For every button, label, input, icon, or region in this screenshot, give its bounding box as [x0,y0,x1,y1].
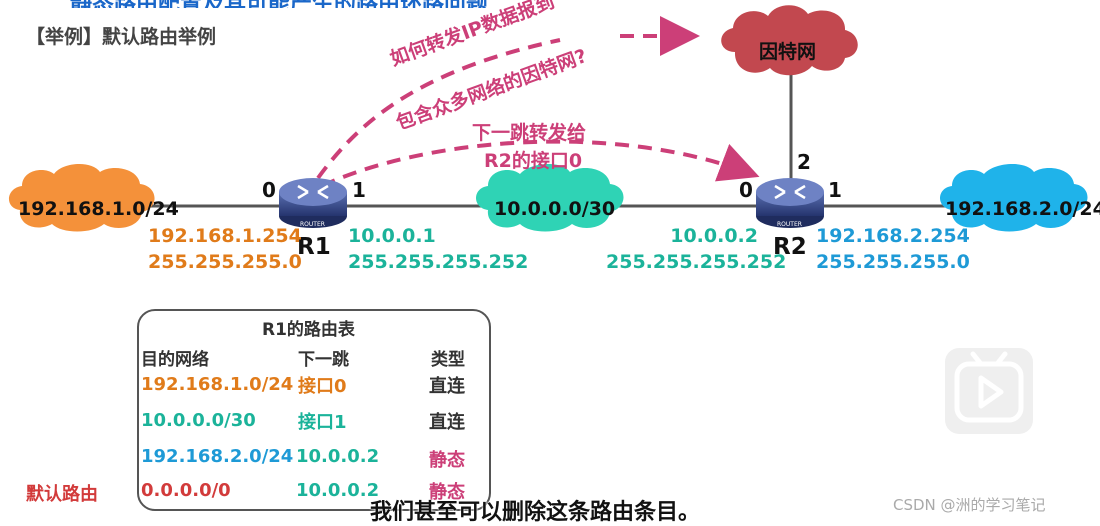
r2-port-0: 0 [739,178,753,202]
r2-if0-ip: 10.0.0.2 [670,225,758,247]
r2-if0-mask: 255.255.255.252 [606,251,787,273]
r2-router-icon-text: ROUTER [777,221,802,228]
routing-table-box [137,309,491,511]
example-title: 【举例】默认路由举例 [26,26,217,48]
r1-if0-ip: 192.168.1.254 [148,225,302,247]
question-arrow-path [316,38,561,180]
r1-if1-mask: 255.255.255.252 [348,251,529,273]
video-subtitle: 我们甚至可以删除这条路由条目。 [370,500,701,525]
header-next-hop: 下一跳 [298,350,349,370]
row1-next-hop: 接口0 [298,376,347,397]
internet-label: 因特网 [759,41,817,63]
next-hop-callout-line1: 下一跳转发给 [472,122,587,144]
r1-if1-address: 10.0.0.1 255.255.255.252 [348,223,528,275]
play-button[interactable] [945,348,1033,434]
r2-port-1: 1 [828,178,842,202]
r2-if1-address: 192.168.2.254 255.255.255.0 [816,223,970,275]
r1-port-0: 0 [262,178,276,202]
middle-network-cloud [476,163,624,232]
r2-if1-ip: 192.168.2.254 [816,225,970,247]
row4-type: 静态 [429,482,465,503]
row3-destination: 192.168.2.0/24 [141,446,294,467]
row2-destination: 10.0.0.0/30 [141,410,256,431]
router-r1-icon[interactable] [279,178,347,228]
r1-if1-ip: 10.0.0.1 [348,225,436,247]
right-network-label: 192.168.2.0/24 [945,198,1100,220]
r1-router-icon-text: ROUTER [300,221,325,228]
next-hop-callout-line2: R2的接口0 [484,150,583,172]
row4-next-hop: 10.0.0.2 [296,480,380,501]
row1-destination: 192.168.1.0/24 [141,374,294,395]
r1-name: R1 [297,234,331,260]
row2-next-hop: 接口1 [298,412,347,433]
header-type: 类型 [431,350,465,370]
r2-if0-address: 10.0.0.2 255.255.255.252 [606,223,787,275]
header-destination: 目的网络 [141,350,209,370]
r2-name: R2 [773,234,807,260]
row1-type: 直连 [429,376,465,397]
right-network-cloud [940,163,1088,232]
row3-next-hop: 10.0.0.2 [296,446,380,467]
play-button-icon [954,351,1024,423]
r2-if1-mask: 255.255.255.0 [816,251,970,273]
top-title-strip: 静态路由配置及其可能产生的路由环路问题 [0,0,1100,8]
row3-type: 静态 [429,450,465,471]
router-r2-icon[interactable] [756,178,824,228]
r1-if0-address: 192.168.1.254 255.255.255.0 [148,223,302,275]
left-network-label: 192.168.1.0/24 [18,198,179,220]
left-network-cloud [8,163,155,232]
row2-type: 直连 [429,412,465,433]
internet-cloud [721,5,858,76]
watermark: CSDN @洲的学习笔记 [893,496,1046,514]
default-route-label: 默认路由 [26,484,98,505]
middle-network-label: 10.0.0.0/30 [494,198,616,220]
row4-destination: 0.0.0.0/0 [141,480,231,501]
next-hop-arrow [321,139,760,188]
r1-if0-mask: 255.255.255.0 [148,251,302,273]
page-title-partial: 静态路由配置及其可能产生的路由环路问题 [70,0,488,8]
r2-port-2: 2 [797,150,811,174]
r1-port-1: 1 [352,178,366,202]
routing-table-title: R1的路由表 [262,320,355,340]
